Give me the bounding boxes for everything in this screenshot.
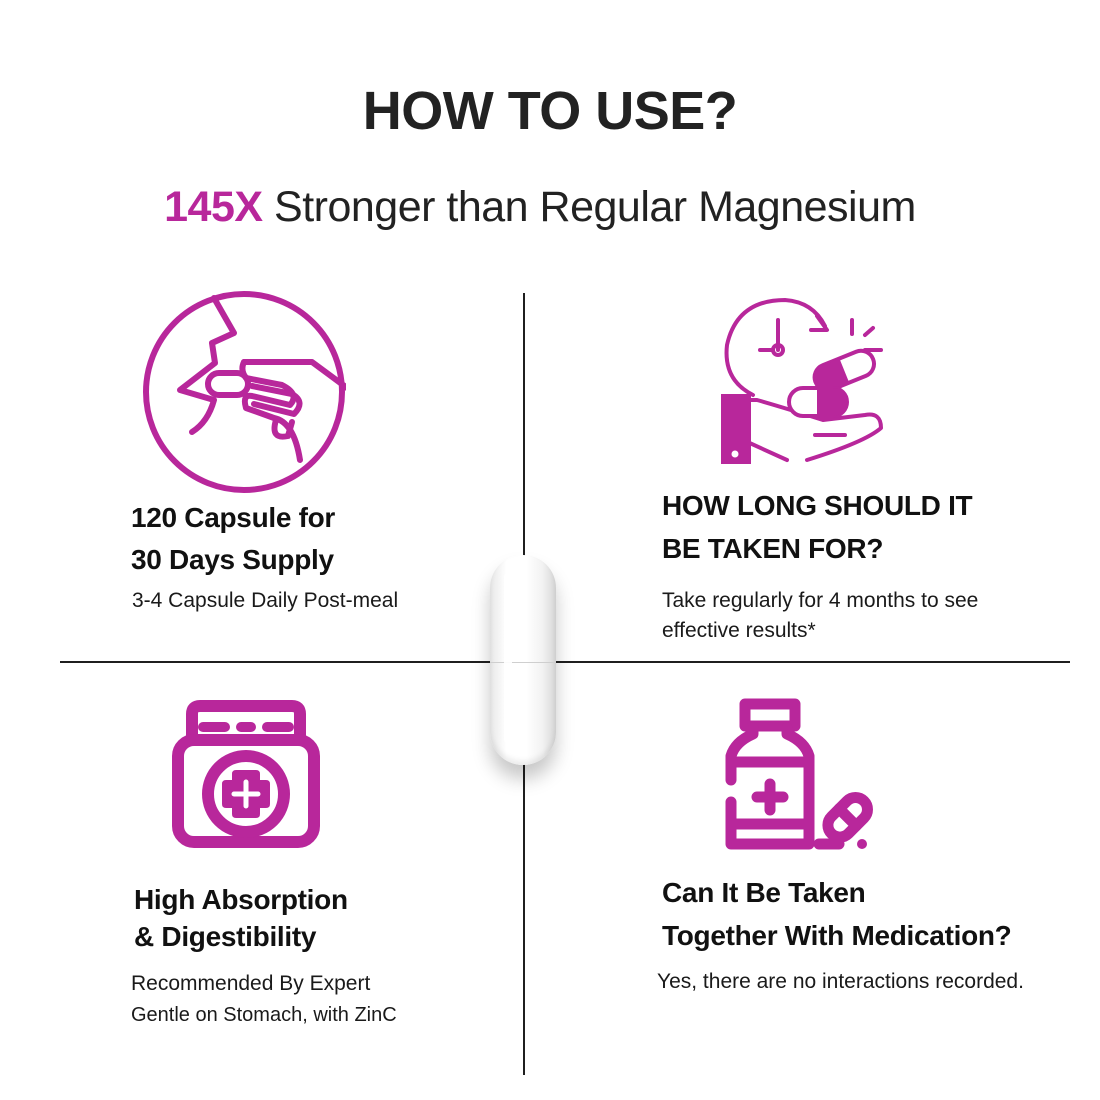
section-title-line1: High Absorption bbox=[134, 884, 348, 915]
section-title-line1: Can It Be Taken bbox=[662, 877, 866, 908]
subtitle-text: Stronger than Regular Magnesium bbox=[262, 183, 916, 231]
section-body-line1: Yes, there are no interactions recorded. bbox=[657, 970, 1024, 993]
horizontal-divider bbox=[60, 661, 1070, 663]
subtitle-accent: 145X bbox=[164, 183, 263, 231]
section-title-line2: & Digestibility bbox=[134, 921, 317, 952]
section-title-line1: HOW LONG SHOULD IT bbox=[662, 490, 973, 521]
section-title-line2: 30 Days Supply bbox=[131, 544, 334, 575]
medicine-jar-icon bbox=[172, 700, 320, 848]
section-body-line1: Take regularly for 4 months to see bbox=[662, 589, 979, 612]
capsule-seam bbox=[490, 662, 556, 663]
section-title-line1: 120 Capsule for bbox=[131, 502, 336, 533]
subtitle: 145X Stronger than Regular Magnesium bbox=[0, 183, 1080, 232]
capsule-image bbox=[490, 555, 556, 765]
clock-pills-hand-icon bbox=[721, 298, 883, 464]
section-body-line1: Recommended By Expert bbox=[131, 972, 371, 995]
section-title-line2: Together With Medication? bbox=[662, 920, 1012, 951]
section-body-line2: effective results* bbox=[662, 619, 816, 642]
section-body-line2: Gentle on Stomach, with ZinC bbox=[131, 1004, 397, 1026]
section-body-line1: 3-4 Capsule Daily Post-meal bbox=[132, 589, 399, 612]
mouth-taking-capsule-icon bbox=[143, 291, 346, 493]
medicine-bottle-pill-icon bbox=[725, 698, 873, 850]
capsule-shine bbox=[504, 573, 512, 743]
section-title-line2: BE TAKEN FOR? bbox=[662, 533, 884, 564]
page-title: HOW TO USE? bbox=[362, 81, 738, 141]
